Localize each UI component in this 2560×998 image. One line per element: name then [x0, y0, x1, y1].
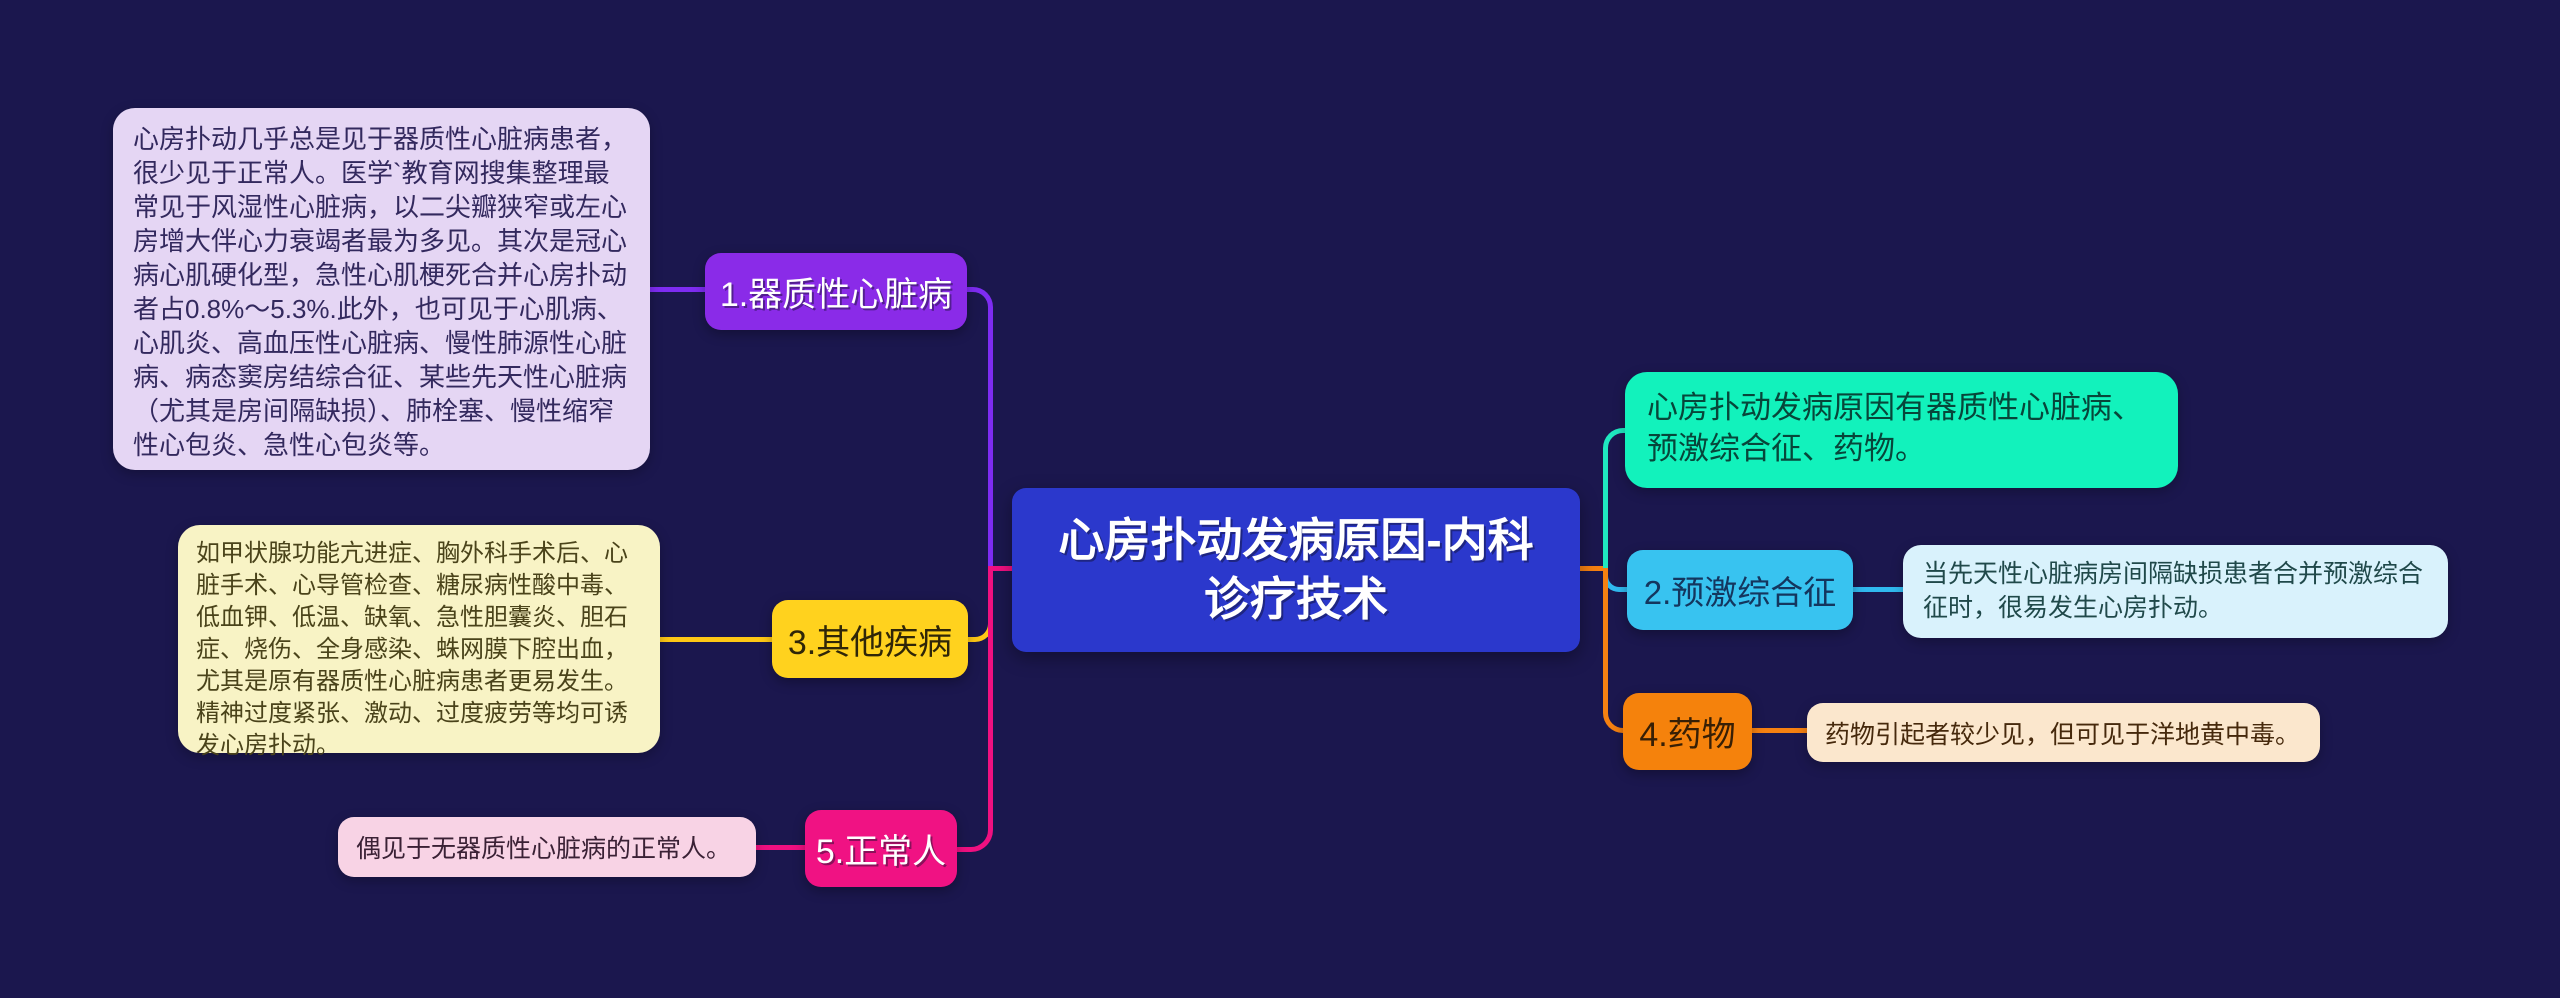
- note-drugs[interactable]: 药物引起者较少见，但可见于洋地黄中毒。: [1807, 703, 2320, 762]
- connector-node2-to-note2: [1851, 587, 1905, 592]
- note-normal-people[interactable]: 偶见于无器质性心脏病的正常人。: [338, 817, 756, 877]
- summary-note[interactable]: 心房扑动发病原因有器质性心脏病、预激综合征、药物。: [1625, 372, 2178, 488]
- connector-node4-to-note4: [1750, 728, 1809, 733]
- note-preexcitation-syndrome[interactable]: 当先天性心脏病房间隔缺损患者合并预激综合征时，很易发生心房扑动。: [1903, 545, 2448, 638]
- connector-root-to-summary: [1603, 428, 1627, 573]
- connector-root-to-node5: [955, 566, 993, 852]
- node-4-drugs[interactable]: 4.药物: [1623, 693, 1752, 770]
- node-2-preexcitation-syndrome[interactable]: 2.预激综合征: [1627, 550, 1853, 630]
- connector-root-right-stub: [1578, 566, 1608, 571]
- connector-note1-to-node1: [650, 287, 707, 292]
- note-other-diseases[interactable]: 如甲状腺功能亢进症、胸外科手术后、心脏手术、心导管检查、糖尿病性酸中毒、低血钾、…: [178, 525, 660, 759]
- note-organic-heart-disease[interactable]: 心房扑动几乎总是见于器质性心脏病患者，很少见于正常人。医学`教育网搜集整理最常见…: [113, 108, 650, 470]
- node-3-other-diseases[interactable]: 3.其他疾病: [772, 600, 968, 678]
- connector-note5-to-node5: [754, 845, 808, 850]
- node-1-organic-heart-disease[interactable]: 1.器质性心脏病: [705, 253, 967, 330]
- connector-node1-to-root: [965, 287, 993, 573]
- connector-note3-to-node3: [660, 637, 772, 642]
- connector-root-left-stub: [988, 566, 1014, 571]
- node-5-normal-people[interactable]: 5.正常人: [805, 810, 957, 887]
- root-node[interactable]: 心房扑动发病原因-内科诊疗技术: [1012, 488, 1580, 652]
- connector-root-to-node4: [1603, 568, 1625, 733]
